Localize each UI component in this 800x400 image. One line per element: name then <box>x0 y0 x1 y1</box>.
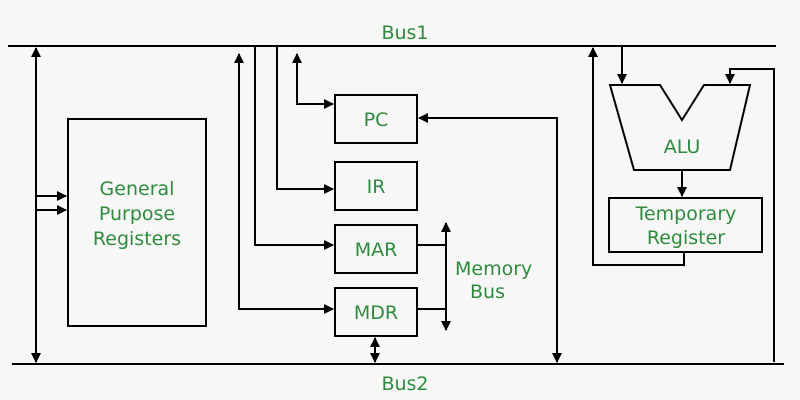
memory-bus-label-line1: Memory <box>455 258 532 280</box>
temporary-register-label-line1: Temporary <box>635 203 737 225</box>
alu-shape <box>608 84 752 171</box>
pc-bus2-connector <box>418 113 562 363</box>
mdr-box <box>334 287 418 337</box>
ir-box <box>334 161 418 211</box>
memory-bus-label-line2: Bus <box>470 281 505 303</box>
temporary-register-box <box>608 197 763 253</box>
gpr-label-line2: Purpose <box>99 203 175 225</box>
alu-label: ALU <box>664 136 701 158</box>
pc-box <box>334 94 418 144</box>
mar-box <box>334 224 418 274</box>
bus1-to-mdr-arrow <box>234 53 334 314</box>
bus1-to-ir-arrow <box>276 46 334 194</box>
gpr-label-line3: Registers <box>93 228 181 250</box>
bus2-to-alu-input-arrow <box>725 68 775 362</box>
bus2-label: Bus2 <box>381 373 428 395</box>
gpr-label-line1: General <box>100 178 175 200</box>
mdr-label: MDR <box>354 302 398 324</box>
ir-label: IR <box>367 176 386 198</box>
mar-label: MAR <box>355 239 398 261</box>
temporary-register-to-bus1-arrow <box>588 47 685 266</box>
bus1-to-pc-arrow <box>292 53 334 109</box>
bus1-label: Bus1 <box>381 22 428 44</box>
general-purpose-registers-box <box>67 118 207 327</box>
bus1-to-mar-arrow <box>254 46 334 250</box>
pc-label: PC <box>364 109 389 131</box>
temporary-register-label-line2: Register <box>647 227 725 249</box>
